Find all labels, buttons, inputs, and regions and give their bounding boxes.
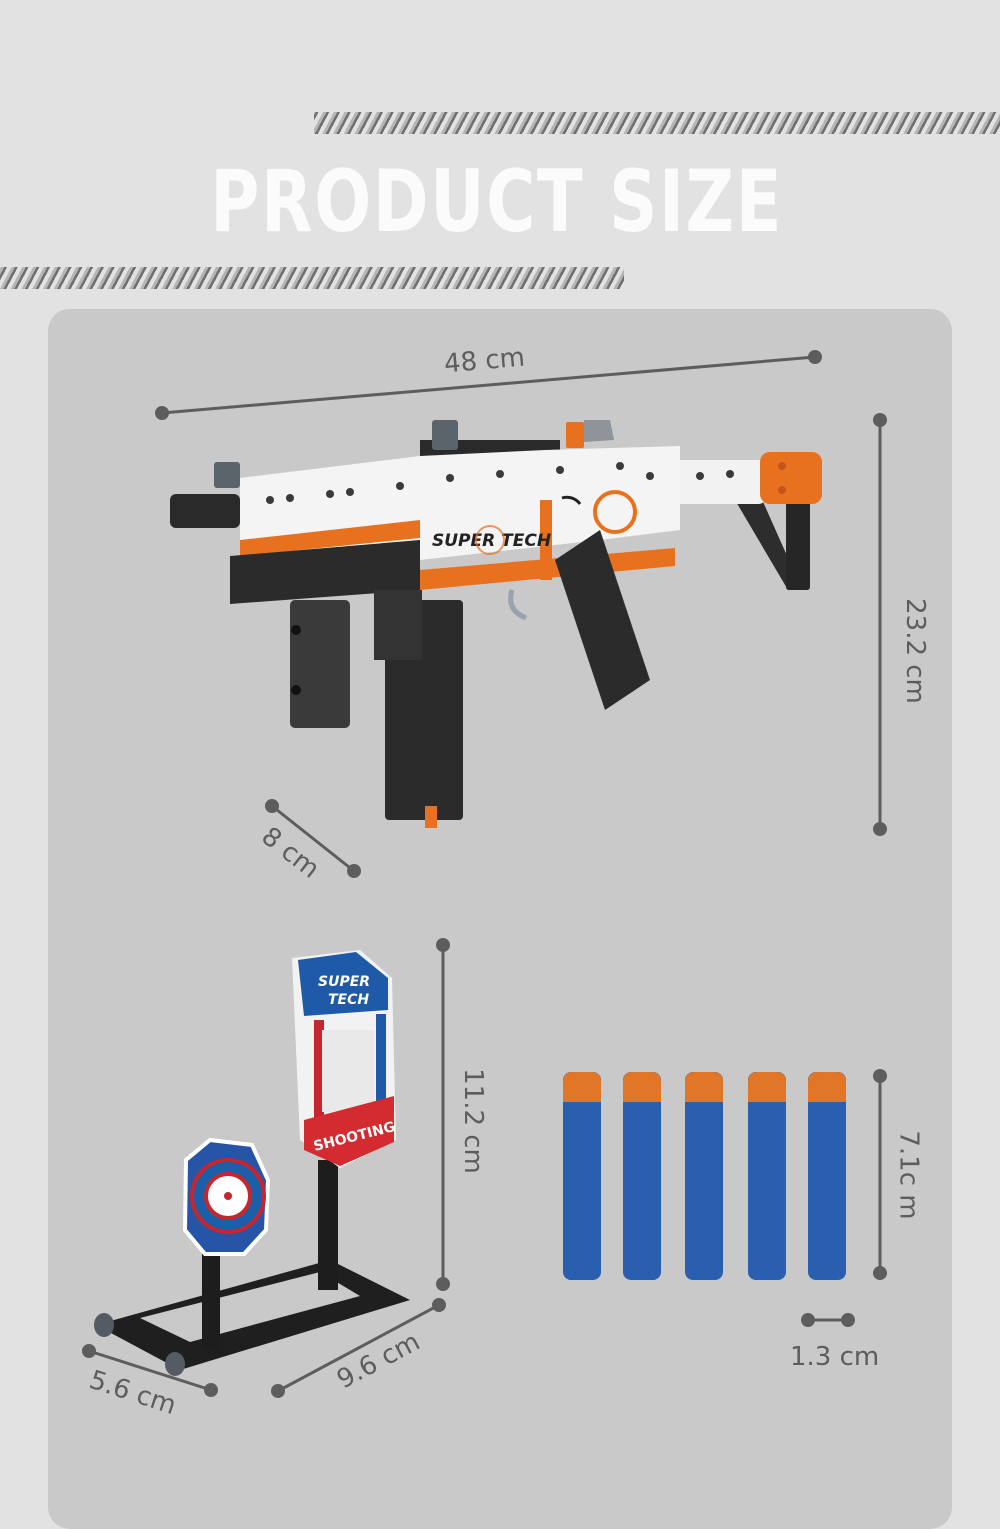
- dart-diameter-label: 1.3 cm: [790, 1342, 880, 1372]
- decorative-stripe-top: [314, 112, 1000, 134]
- dart: [685, 1072, 723, 1280]
- dart: [808, 1072, 846, 1280]
- dart-length-label: 7.1c m: [893, 1130, 924, 1220]
- dart: [623, 1072, 661, 1280]
- target-sign-brand-line2: TECH: [328, 992, 369, 1008]
- target-height-label: 11.2 cm: [457, 1068, 488, 1174]
- shooting-target: SUPER TECH SHOOTING: [94, 950, 410, 1376]
- dart: [563, 1072, 601, 1280]
- decorative-stripe-bottom: [0, 267, 624, 289]
- toy-blaster: SUPER TECH: [170, 420, 822, 828]
- dimension-lines: [82, 350, 887, 1398]
- page-title: PRODUCT SIZE: [210, 152, 784, 252]
- dart: [748, 1072, 786, 1280]
- foam-darts: [563, 1072, 846, 1280]
- gun-brand-label: SUPER TECH: [432, 531, 551, 551]
- gun-height-label: 23.2 cm: [899, 598, 930, 704]
- target-sign-brand-line1: SUPER: [318, 974, 370, 990]
